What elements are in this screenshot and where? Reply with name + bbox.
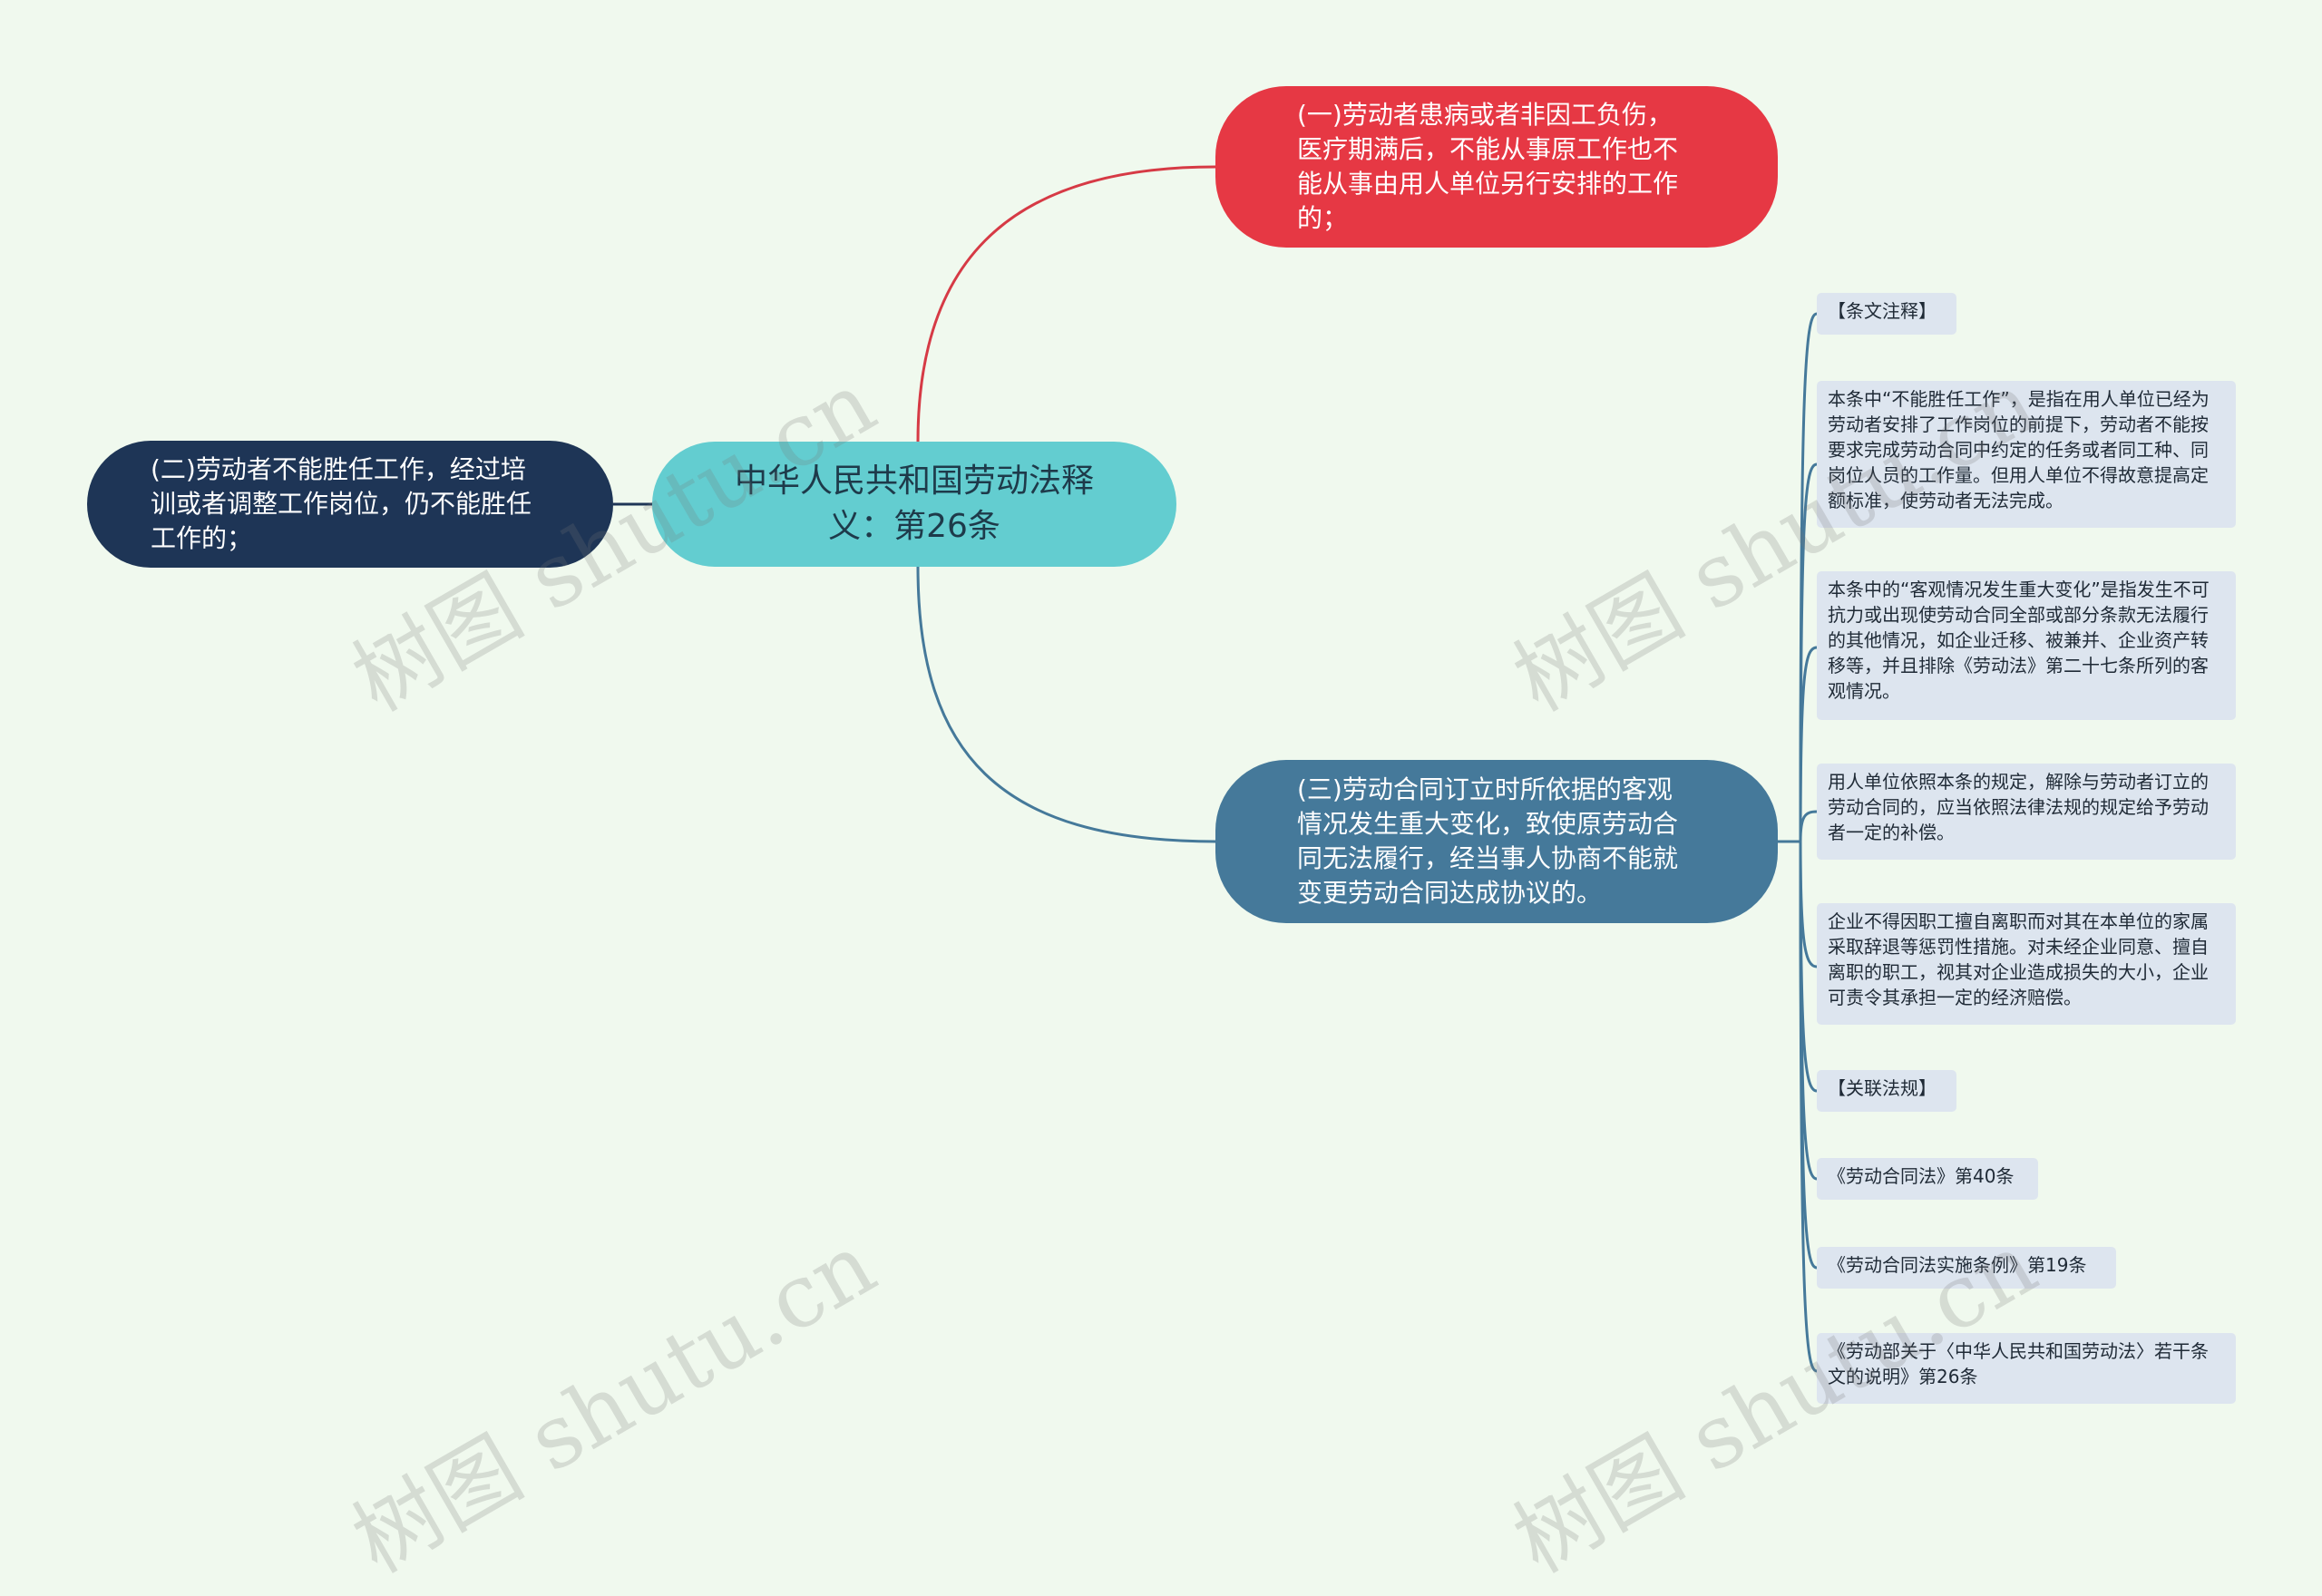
leaf-label: 用人单位依照本条的规定，解除与劳动者订立的劳动合同的，应当依照法律法规的规定给予… xyxy=(1828,771,2209,843)
edge-leaf-4 xyxy=(1799,810,1818,842)
leaf-related-2[interactable]: 《劳动合同法实施条例》第19条 xyxy=(1817,1247,2116,1289)
leaf-annotation-2[interactable]: 本条中的“客观情况发生重大变化”是指发生不可抗力或出现使劳动合同全部或部分条款无… xyxy=(1817,571,2236,720)
leaf-label: 《劳动合同法实施条例》第19条 xyxy=(1828,1254,2087,1276)
edge-leaf-3 xyxy=(1799,646,1818,842)
edge-root-to-branch-one xyxy=(916,165,1216,443)
branch-two-node[interactable]: (二)劳动者不能胜任工作，经过培训或者调整工作岗位，仍不能胜任工作的； xyxy=(87,441,613,568)
leaf-annotation-3[interactable]: 用人单位依照本条的规定，解除与劳动者订立的劳动合同的，应当依照法律法规的规定给予… xyxy=(1817,764,2236,860)
leaf-label: 本条中“不能胜任工作”，是指在用人单位已经为劳动者安排了工作岗位的前提下，劳动者… xyxy=(1828,388,2210,511)
leaf-annotation-heading[interactable]: 【条文注释】 xyxy=(1817,293,1956,335)
leaf-label: 本条中的“客观情况发生重大变化”是指发生不可抗力或出现使劳动合同全部或部分条款无… xyxy=(1828,579,2210,702)
branch-three-node[interactable]: (三)劳动合同订立时所依据的客观情况发生重大变化，致使原劳动合同无法履行，经当事… xyxy=(1215,760,1778,923)
branch-one-node[interactable]: (一)劳动者患病或者非因工负伤，医疗期满后，不能从事原工作也不能从事由用人单位另… xyxy=(1215,86,1778,248)
leaf-label: 《劳动部关于〈中华人民共和国劳动法〉若干条文的说明》第26条 xyxy=(1828,1340,2209,1387)
leaf-annotation-4[interactable]: 企业不得因职工擅自离职而对其在本单位的家属采取辞退等惩罚性措施。对未经企业同意、… xyxy=(1817,903,2236,1025)
edge-leaf-5 xyxy=(1799,841,1818,968)
leaf-label: 企业不得因职工擅自离职而对其在本单位的家属采取辞退等惩罚性措施。对未经企业同意、… xyxy=(1828,910,2209,1008)
leaf-related-1[interactable]: 《劳动合同法》第40条 xyxy=(1817,1158,2038,1200)
connector-lines xyxy=(613,165,1818,1373)
branch-one-label: (一)劳动者患病或者非因工负伤，医疗期满后，不能从事原工作也不能从事由用人单位另… xyxy=(1297,100,1679,233)
leaf-related-3[interactable]: 《劳动部关于〈中华人民共和国劳动法〉若干条文的说明》第26条 xyxy=(1817,1333,2236,1404)
leaf-annotation-1[interactable]: 本条中“不能胜任工作”，是指在用人单位已经为劳动者安排了工作岗位的前提下，劳动者… xyxy=(1817,381,2236,528)
branch-two-label: (二)劳动者不能胜任工作，经过培训或者调整工作岗位，仍不能胜任工作的； xyxy=(151,454,532,553)
leaf-label: 【条文注释】 xyxy=(1828,300,1937,322)
leaf-label: 《劳动合同法》第40条 xyxy=(1828,1165,2015,1187)
leaf-related-heading[interactable]: 【关联法规】 xyxy=(1817,1070,1956,1112)
edge-leaf-9 xyxy=(1799,841,1818,1373)
root-topic[interactable]: 中华人民共和国劳动法释义：第26条 xyxy=(652,442,1176,567)
edge-root-to-branch-three xyxy=(916,566,1216,843)
root-topic-label: 中华人民共和国劳动法释义：第26条 xyxy=(734,462,1094,545)
branch-three-label: (三)劳动合同订立时所依据的客观情况发生重大变化，致使原劳动合同无法履行，经当事… xyxy=(1297,774,1679,908)
leaf-label: 【关联法规】 xyxy=(1828,1077,1937,1099)
